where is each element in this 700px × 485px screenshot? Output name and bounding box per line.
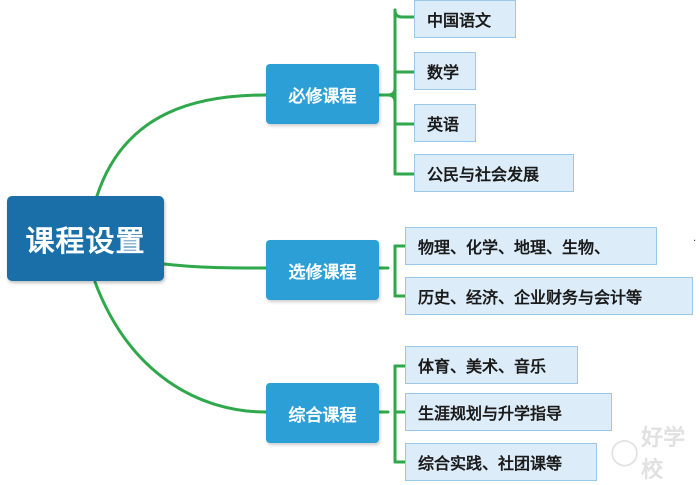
watermark-text: 好学校 bbox=[641, 426, 686, 483]
leaf-civics: 公民与社会发展 bbox=[414, 154, 574, 192]
branch-comprehensive: 综合课程 bbox=[266, 383, 379, 443]
leaf-history-econ: 历史、经济、企业财务与会计等 bbox=[405, 277, 693, 315]
leaf-practice: 综合实践、社团课等 bbox=[405, 443, 597, 481]
leaf-career: 生涯规划与升学指导 bbox=[405, 393, 612, 431]
root-label: 课程设置 bbox=[25, 223, 146, 258]
leaf-label: 中国语文 bbox=[427, 11, 492, 30]
root-node: 课程设置 bbox=[7, 196, 164, 281]
leaf-sciences: 物理、化学、地理、生物、 bbox=[405, 227, 657, 265]
branch-required: 必修课程 bbox=[266, 64, 379, 124]
leaf-english: 英语 bbox=[414, 104, 476, 142]
leaf-label: 物理、化学、地理、生物、 bbox=[418, 238, 611, 257]
leaf-label: 体育、美术、音乐 bbox=[418, 357, 547, 376]
stray-mark: · bbox=[693, 236, 697, 247]
branch-elective-label: 选修课程 bbox=[288, 262, 357, 283]
branch-comprehensive-label: 综合课程 bbox=[288, 405, 357, 426]
leaf-label: 英语 bbox=[427, 115, 460, 134]
leaf-label: 公民与社会发展 bbox=[427, 165, 540, 184]
leaf-label: 数学 bbox=[427, 63, 460, 82]
leaf-label: 综合实践、社团课等 bbox=[418, 454, 563, 473]
leaf-label: 生涯规划与升学指导 bbox=[418, 404, 563, 423]
watermark: ◯ 好学校 bbox=[610, 426, 696, 483]
branch-elective: 选修课程 bbox=[266, 240, 379, 300]
leaf-arts: 体育、美术、音乐 bbox=[405, 346, 578, 384]
leaf-math: 数学 bbox=[414, 52, 476, 90]
branch-required-label: 必修课程 bbox=[288, 86, 357, 107]
leaf-chinese: 中国语文 bbox=[414, 0, 516, 38]
watermark-logo-icon: ◯ bbox=[610, 437, 640, 467]
leaf-label: 历史、经济、企业财务与会计等 bbox=[418, 288, 643, 307]
